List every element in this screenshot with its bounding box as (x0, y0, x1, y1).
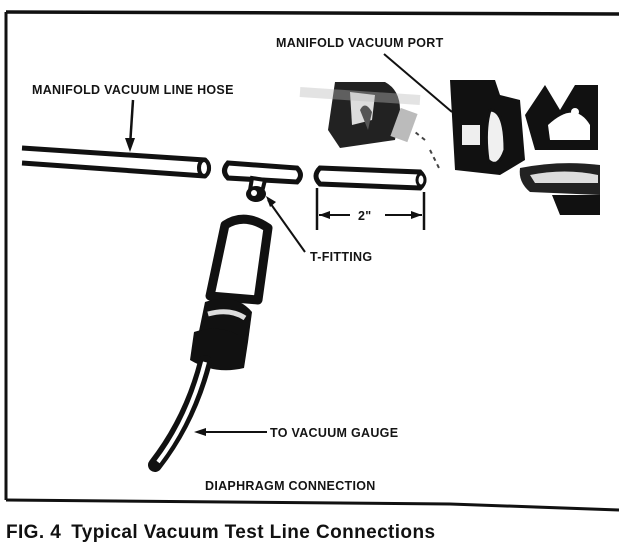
to-gauge-label: TO VACUUM GAUGE (270, 426, 398, 440)
dimension-label: 2" (358, 209, 371, 223)
subtitle-label: DIAPHRAGM CONNECTION (205, 479, 376, 493)
t-fitting (222, 160, 303, 202)
figure-caption: FIG. 4 Typical Vacuum Test Line Connectio… (6, 522, 445, 544)
frame-bottom (5, 498, 619, 512)
manifold-hose (21, 145, 211, 179)
figure-number: FIG. 4 (6, 522, 62, 543)
leader-lines (125, 53, 453, 436)
short-hose (313, 165, 427, 191)
hose-label: MANIFOLD VACUUM LINE HOSE (32, 83, 234, 97)
t-fitting-label: T-FITTING (310, 250, 372, 264)
dimension-marker (315, 188, 426, 230)
frame-top (5, 10, 619, 16)
manifold-assembly (299, 80, 600, 215)
figure-title: Typical Vacuum Test Line Connections (71, 522, 436, 543)
manifold-port-label: MANIFOLD VACUUM PORT (276, 36, 444, 50)
gauge-connector (148, 214, 273, 472)
